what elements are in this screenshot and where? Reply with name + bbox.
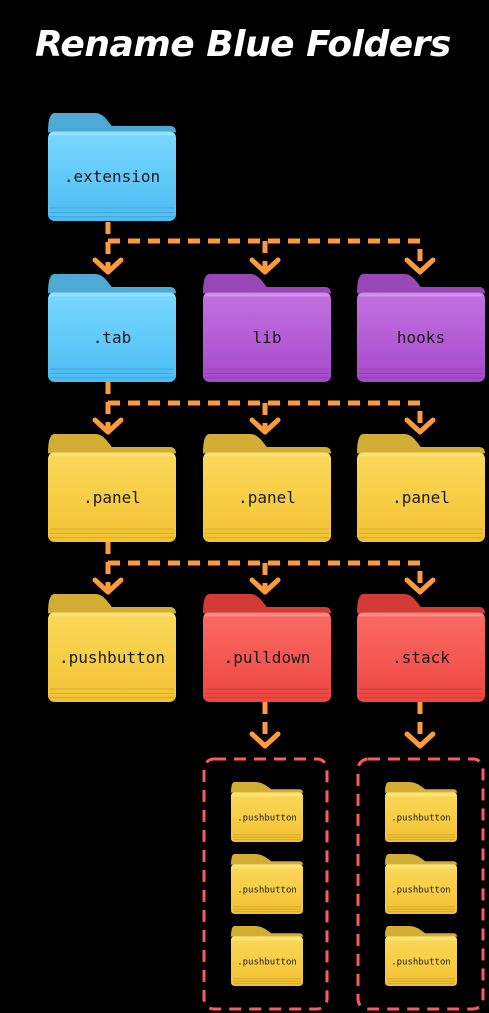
- connector-line: [108, 400, 423, 432]
- folder-label: .panel: [83, 488, 141, 507]
- folder-icon: [48, 274, 176, 382]
- folder-icon: [48, 434, 176, 542]
- folder-icon: [231, 854, 303, 914]
- folder-label: .pushbutton: [237, 813, 297, 823]
- folder-panel-3: .panel: [357, 434, 485, 542]
- folder-label: .stack: [392, 648, 450, 667]
- folder-label: .pushbutton: [391, 813, 451, 823]
- folder-icon: [48, 594, 176, 702]
- folder-hooks: hooks: [357, 274, 485, 382]
- folder-extension: .extension: [48, 113, 176, 221]
- folder-stack: .stack: [357, 594, 485, 702]
- folder-panel-1: .panel: [48, 434, 176, 542]
- folder-label: .pushbutton: [391, 885, 451, 895]
- arrowhead: [92, 577, 124, 595]
- folder-pushbutton-small: .pushbutton: [231, 782, 303, 842]
- folder-icon: [203, 274, 331, 382]
- connector-line: [108, 560, 423, 592]
- arrowhead: [404, 577, 436, 595]
- arrowhead: [404, 731, 436, 749]
- folder-icon: [357, 274, 485, 382]
- folder-pushbutton-small: .pushbutton: [385, 782, 457, 842]
- folder-pushbutton: .pushbutton: [48, 594, 176, 702]
- folder-icon: [385, 782, 457, 842]
- folder-icon: [357, 594, 485, 702]
- arrowhead: [249, 577, 281, 595]
- folder-label: .tab: [93, 328, 132, 347]
- folder-label: .pushbutton: [59, 648, 165, 667]
- folder-icon: [385, 926, 457, 986]
- folder-label: .pulldown: [224, 648, 311, 667]
- folder-pushbutton-small: .pushbutton: [385, 854, 457, 914]
- folder-icon: [231, 782, 303, 842]
- stack-children-group: [356, 757, 485, 1011]
- folder-label: .pushbutton: [237, 957, 297, 967]
- folder-label: .pushbutton: [237, 885, 297, 895]
- folder-lib: lib: [203, 274, 331, 382]
- folder-pulldown: .pulldown: [203, 594, 331, 702]
- arrowhead: [249, 731, 281, 749]
- folder-panel-2: .panel: [203, 434, 331, 542]
- folder-pushbutton-small: .pushbutton: [385, 926, 457, 986]
- folder-icon: [231, 926, 303, 986]
- folder-label: hooks: [397, 328, 445, 347]
- connector-line: [108, 238, 423, 272]
- arrowhead: [92, 257, 124, 275]
- folder-label: .pushbutton: [391, 957, 451, 967]
- arrowhead: [404, 257, 436, 275]
- folder-label: lib: [253, 328, 282, 347]
- folder-label: .extension: [64, 167, 160, 186]
- folder-icon: [203, 434, 331, 542]
- pulldown-children-group: [202, 757, 329, 1011]
- page-title: Rename Blue Folders: [35, 24, 451, 65]
- folder-icon: [48, 113, 176, 221]
- arrowhead: [249, 417, 281, 435]
- folder-icon: [203, 594, 331, 702]
- folder-pushbutton-small: .pushbutton: [231, 854, 303, 914]
- folder-label: .panel: [392, 488, 450, 507]
- arrowhead: [92, 417, 124, 435]
- folder-icon: [385, 854, 457, 914]
- folder-pushbutton-small: .pushbutton: [231, 926, 303, 986]
- arrowhead: [249, 257, 281, 275]
- folder-tab: .tab: [48, 274, 176, 382]
- arrowhead: [404, 417, 436, 435]
- folder-label: .panel: [238, 488, 296, 507]
- folder-icon: [357, 434, 485, 542]
